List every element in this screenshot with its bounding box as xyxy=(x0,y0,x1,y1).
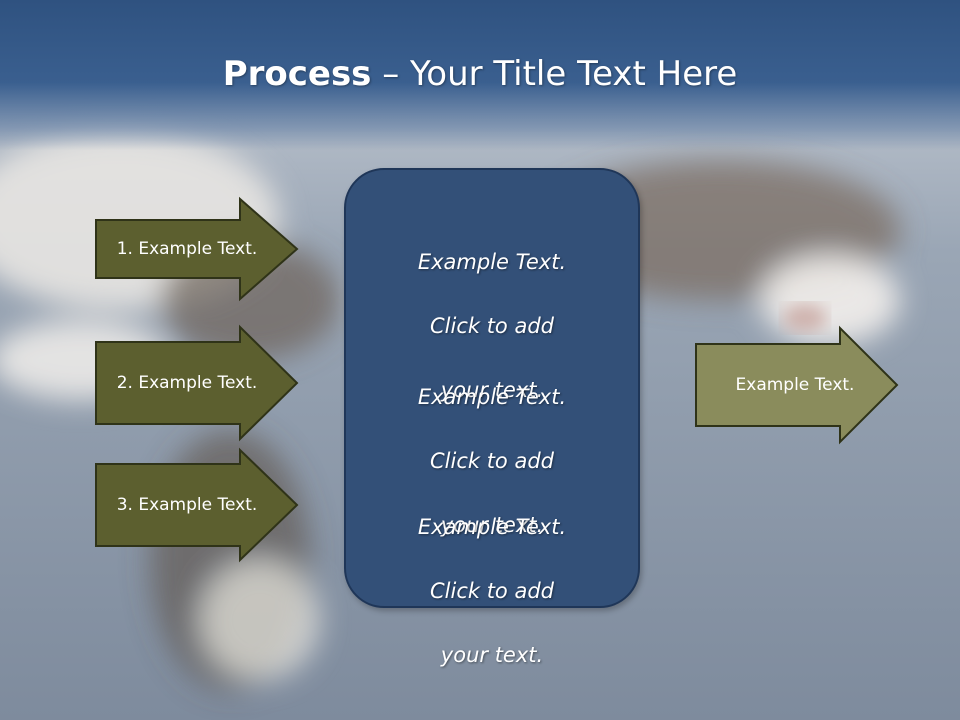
block-line-1: Example Text. xyxy=(417,250,567,274)
block-line-2: Click to add xyxy=(429,449,554,473)
input-arrow-1[interactable]: 1. Example Text. xyxy=(95,196,299,302)
slide-title: Process – Your Title Text Here xyxy=(0,52,960,96)
output-arrow[interactable]: Example Text. xyxy=(695,325,899,445)
input-arrow-2[interactable]: 2. Example Text. xyxy=(95,324,299,442)
arrow-shape xyxy=(695,325,899,445)
process-text-block-1: Example Text. Click to add your text. xyxy=(346,214,638,438)
title-bold: Process xyxy=(222,54,372,94)
input-arrow-3[interactable]: 3. Example Text. xyxy=(95,447,299,563)
input-arrow-label: 2. Example Text. xyxy=(116,373,258,393)
block-line-3: your text. xyxy=(440,513,544,537)
block-line-3: your text. xyxy=(440,643,544,667)
block-line-1: Example Text. xyxy=(417,515,567,539)
block-line-2: Click to add xyxy=(429,579,554,603)
process-box[interactable]: Example Text. Click to add your text. Ex… xyxy=(344,168,640,667)
process-text-block-2: Example Text. Click to add your text. xyxy=(346,349,638,573)
output-arrow-label: Example Text. xyxy=(735,375,855,395)
arrow-shape xyxy=(95,324,299,442)
arrow-shape xyxy=(95,196,299,302)
input-arrow-label: 1. Example Text. xyxy=(116,239,258,259)
process-text-block-3: Example Text. Click to add your text. xyxy=(346,479,638,703)
block-line-2: Click to add xyxy=(429,314,554,338)
block-line-1: Example Text. xyxy=(417,385,567,409)
title-bar xyxy=(0,0,960,150)
title-rest: – Your Title Text Here xyxy=(371,54,738,94)
arrow-shape xyxy=(95,447,299,563)
block-line-3: your text. xyxy=(440,378,544,402)
input-arrow-label: 3. Example Text. xyxy=(116,495,258,515)
